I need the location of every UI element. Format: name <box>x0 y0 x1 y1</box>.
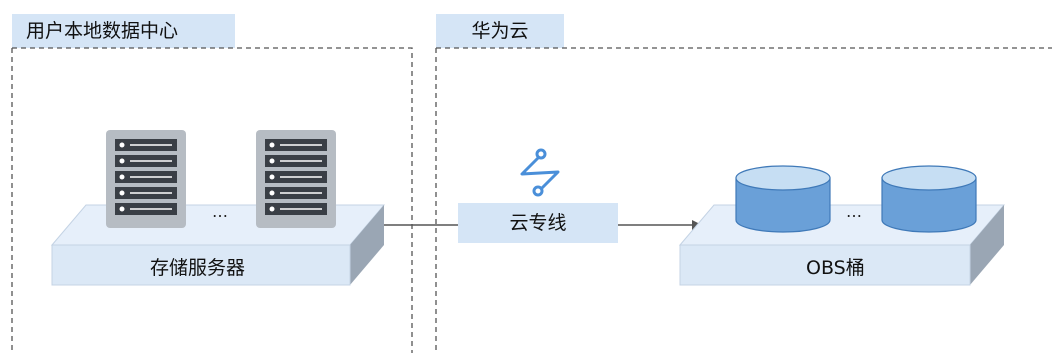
server-icon <box>256 130 336 228</box>
bucket-icon <box>735 165 831 233</box>
huawei-cloud-region-tab: 华为云 <box>436 14 564 48</box>
bucket-icon <box>881 165 977 233</box>
direct-connect-label: 云专线 <box>458 203 618 243</box>
huawei-cloud-region-title: 华为云 <box>471 20 529 42</box>
direct-connect-icon <box>520 148 560 197</box>
datacenter-region-tab: 用户本地数据中心 <box>12 14 235 48</box>
server-icon <box>106 130 186 228</box>
buckets-ellipsis: … <box>846 202 863 221</box>
obs-bucket-label: OBS桶 <box>806 257 865 279</box>
datacenter-region-border <box>11 47 413 353</box>
servers-ellipsis: … <box>212 202 229 221</box>
storage-server-label: 存储服务器 <box>150 257 246 279</box>
huawei-cloud-region-border <box>435 47 1052 353</box>
datacenter-region-title: 用户本地数据中心 <box>26 20 179 42</box>
